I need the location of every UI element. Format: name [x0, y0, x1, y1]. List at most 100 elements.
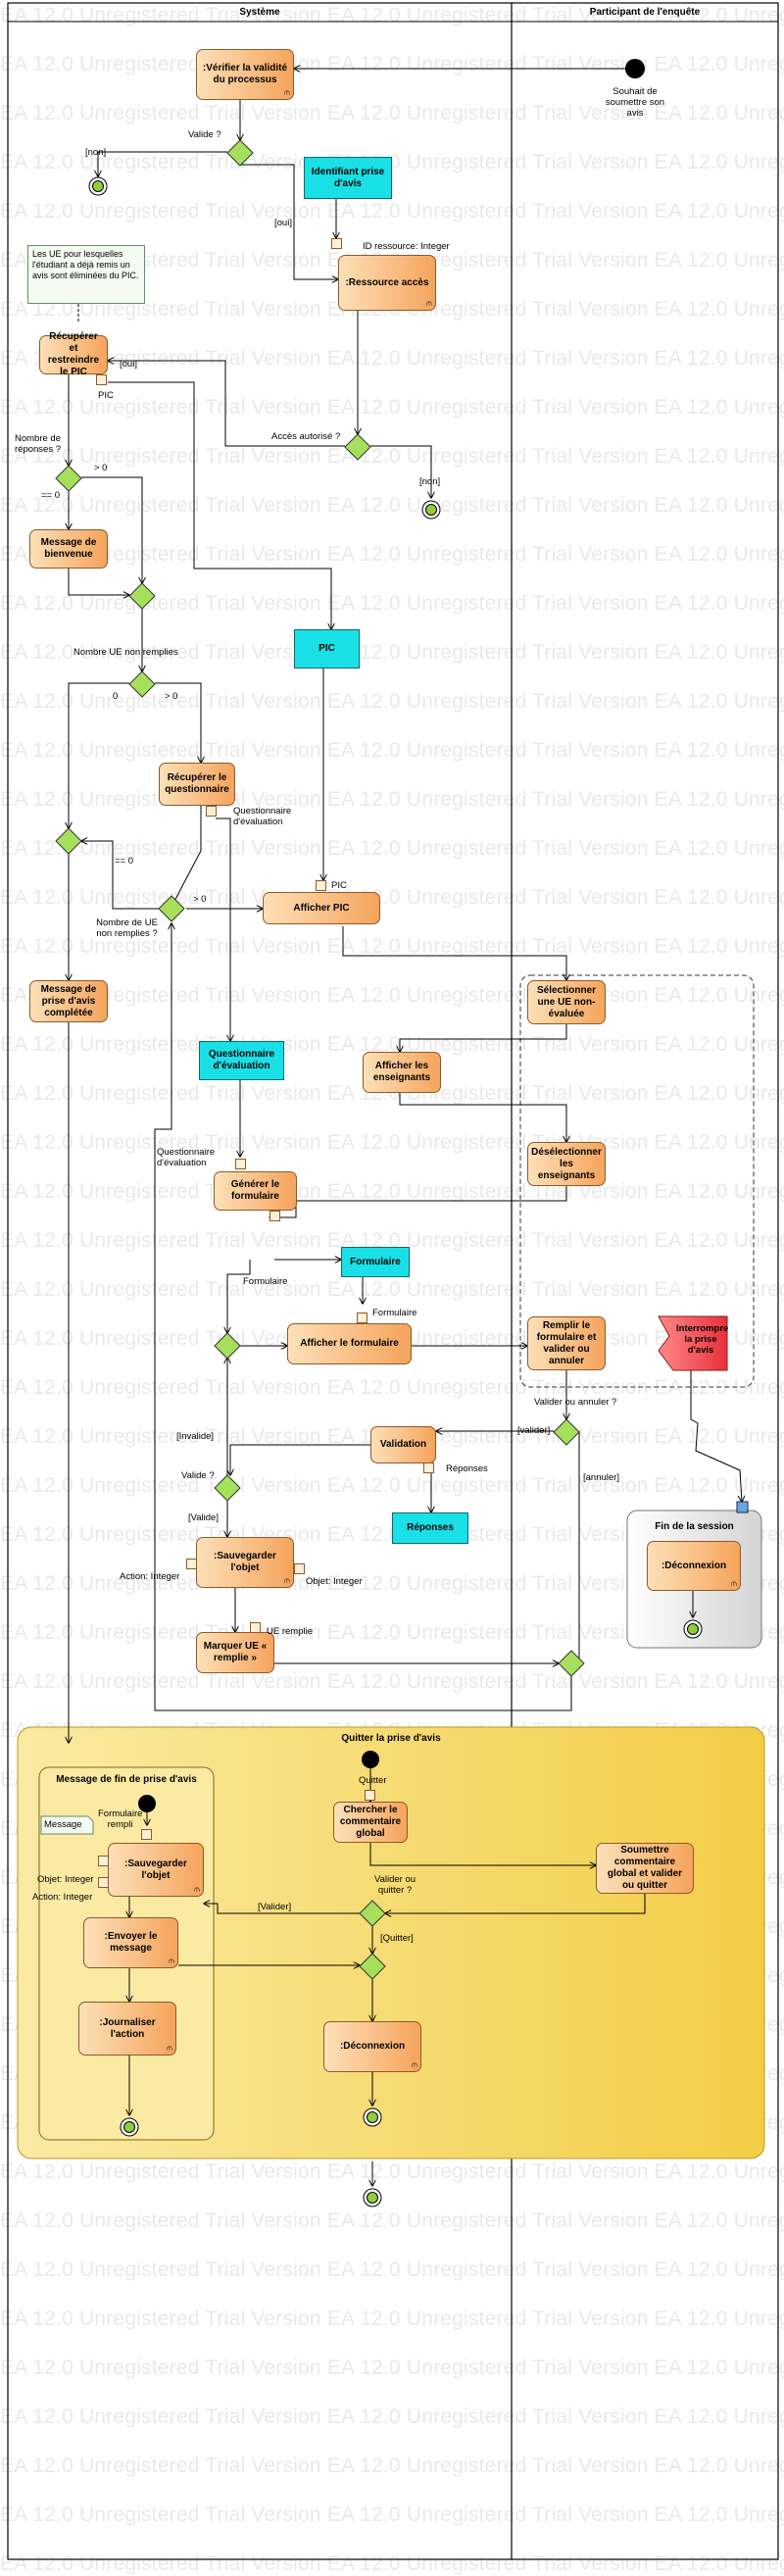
- action-ressource-acces[interactable]: :Ressource accès⫙: [338, 255, 436, 311]
- pin-quitter: [365, 1790, 375, 1801]
- pin-formulaire-out: [270, 1211, 280, 1221]
- edges: [69, 69, 742, 2186]
- object-questionnaire[interactable]: Questionnaire d'évaluation: [199, 1041, 284, 1080]
- pin-reponses-out: [423, 1462, 434, 1473]
- label-nb-ue: Nombre UE non remplies: [74, 647, 178, 658]
- label-souhait: Souhait de soumettre son avis: [605, 86, 665, 119]
- label-gt0-b: > 0: [165, 691, 178, 702]
- label-nb-ue-2: Nombre de UE non remplies ?: [96, 917, 158, 939]
- label-eq0-b: == 0: [115, 856, 134, 867]
- label-action-int: Action: Integer: [120, 1571, 180, 1582]
- action-deconnexion-fin[interactable]: :Déconnexion⫙: [647, 1541, 741, 1591]
- pin-objet-2: [98, 1856, 109, 1866]
- label-valider: [valider]: [517, 1425, 551, 1436]
- group-title-quitter: Quitter la prise d'avis: [341, 1733, 441, 1744]
- label-objet-int: Objet: Integer: [306, 1576, 363, 1587]
- action-deconnexion-quitter[interactable]: :Déconnexion ⫙: [323, 2021, 421, 2072]
- action-sauvegarder-objet[interactable]: :Sauvegarder l'objet⫙: [196, 1537, 294, 1588]
- action-marquer-ue[interactable]: Marquer UE « remplie »: [196, 1632, 274, 1673]
- rake-icon: ⫙: [166, 2043, 172, 2053]
- pin-questionnaire-out: [206, 806, 217, 817]
- pin-formulaire-rempli: [141, 1829, 152, 1840]
- label-eq0: == 0: [41, 490, 61, 501]
- label-valider-annuler: Valider ou annuler ?: [534, 1397, 617, 1408]
- pin-action-2: [98, 1877, 109, 1888]
- action-deselectionner[interactable]: Désélectionner les enseignants: [527, 1142, 606, 1186]
- action-label: :Vérifier la validité du processus: [202, 63, 288, 85]
- swimlane-frame: [7, 2, 779, 2560]
- label-oui: [oui]: [274, 218, 292, 228]
- action-afficher-enseignants[interactable]: Afficher les enseignants: [363, 1052, 441, 1093]
- action-soumettre-commentaire[interactable]: Soumettre commentaire global et valider …: [596, 1843, 694, 1894]
- object-identifiant[interactable]: Identifiant prise d'avis: [304, 157, 392, 199]
- note-ue-eliminees: Les UE pour lesquelles l'étudiant a déjà…: [27, 245, 145, 304]
- object-pic[interactable]: PIC: [294, 629, 360, 669]
- action-label: :Déconnexion: [339, 2041, 406, 2052]
- action-journaliser[interactable]: :Journaliser l'action ⫙: [78, 2002, 176, 2056]
- action-bienvenue[interactable]: Message de bienvenue: [29, 529, 108, 569]
- action-validation[interactable]: Validation: [370, 1426, 436, 1463]
- final-nodes: [88, 176, 703, 2207]
- pin-questionnaire-in: [235, 1159, 246, 1169]
- action-envoyer-message[interactable]: :Envoyer le message⫙: [83, 1917, 178, 1968]
- rake-icon: ⫙: [411, 2059, 417, 2069]
- action-verifier-validite[interactable]: :Vérifier la validité du processus⫙: [196, 49, 294, 100]
- rake-icon: ⫙: [730, 1578, 737, 1588]
- message-tag-shape: [40, 1815, 94, 1835]
- label-quitter-pin: Quitter: [359, 1775, 387, 1786]
- lane-header-system: Système: [239, 7, 280, 18]
- label-reponses-pin: Réponses: [446, 1463, 488, 1474]
- label-valider-2: [Valider]: [258, 1902, 292, 1912]
- object-formulaire[interactable]: Formulaire: [341, 1247, 410, 1277]
- label-ue-remplie: UE remplie: [267, 1626, 313, 1637]
- object-reponses[interactable]: Réponses: [392, 1512, 468, 1544]
- action-sauvegarder-objet-2[interactable]: :Sauvegarder l'objet ⫙: [108, 1843, 204, 1897]
- label-valide-ok: [Valide]: [188, 1512, 219, 1523]
- label-objet-int-2: Objet: Integer: [37, 1874, 94, 1885]
- decision-nodes: [55, 139, 585, 1980]
- label-valide-2: Valide ?: [181, 1470, 215, 1481]
- action-recuperer-questionnaire[interactable]: Récupérer le questionnaire: [159, 763, 235, 806]
- label-valide: Valide ?: [188, 129, 221, 140]
- action-generer-formulaire[interactable]: Générer le formulaire: [214, 1171, 297, 1211]
- label-quest-eval-2: Questionnaire d'évaluation: [157, 1147, 216, 1168]
- action-chercher-commentaire[interactable]: Chercher le commentaire global: [333, 1802, 408, 1843]
- interrupt-port: [736, 1501, 749, 1513]
- message-tag: Message: [44, 1819, 82, 1830]
- label-gt0-c: > 0: [193, 894, 207, 905]
- label-formulaire-pin-2: Formulaire: [372, 1308, 417, 1318]
- label-invalide: [Invalide]: [176, 1431, 215, 1442]
- interrupt-signal: [658, 1315, 728, 1371]
- action-afficher-pic[interactable]: Afficher PIC: [263, 892, 380, 924]
- group-title-fin-session: Fin de la session: [655, 1521, 734, 1532]
- label-quitter-2: [Quitter]: [380, 1933, 414, 1944]
- rake-icon: ⫙: [193, 1884, 200, 1894]
- label-pic-pin-2: PIC: [331, 880, 347, 891]
- rake-icon: ⫙: [283, 1575, 290, 1585]
- pin-objet: [294, 1563, 305, 1574]
- label-pic-pin: PIC: [98, 390, 114, 401]
- label-non: [non]: [85, 147, 107, 158]
- action-label: :Sauvegarder l'objet: [124, 1858, 187, 1881]
- pin-ue-remplie: [250, 1622, 261, 1633]
- action-message-complete[interactable]: Message de prise d'avis complétée: [29, 980, 108, 1022]
- label-non-2: [non]: [419, 476, 441, 487]
- label-formulaire-rempli: Formulaire rempli: [98, 1808, 143, 1830]
- action-afficher-formulaire[interactable]: Afficher le formulaire: [287, 1323, 412, 1364]
- pin-pic-out: [96, 374, 107, 385]
- lane-header-participant: Participant de l'enquête: [589, 7, 701, 18]
- rake-icon: ⫙: [168, 1956, 174, 1965]
- label-annuler: [annuler]: [583, 1472, 619, 1483]
- action-recuperer-pic[interactable]: Récupérer et restreindre le PIC: [39, 331, 108, 377]
- label-formulaire-pin: Formulaire: [243, 1276, 288, 1287]
- label-gt0: > 0: [94, 463, 108, 473]
- action-label: :Journaliser l'action: [99, 2016, 156, 2040]
- interrupt-label: Interrompre la prise d'avis: [676, 1323, 729, 1356]
- action-remplir-formulaire[interactable]: Remplir le formulaire et valider ou annu…: [527, 1316, 606, 1370]
- action-label: :Ressource accès: [345, 276, 429, 288]
- label-oui-2: [oui]: [120, 359, 137, 370]
- action-selectionner-ue[interactable]: Sélectionner une UE non-évaluée: [527, 980, 606, 1024]
- label-quest-eval: Questionnaire d'évaluation: [233, 806, 292, 827]
- label-acces: Accès autorisé ?: [271, 431, 341, 442]
